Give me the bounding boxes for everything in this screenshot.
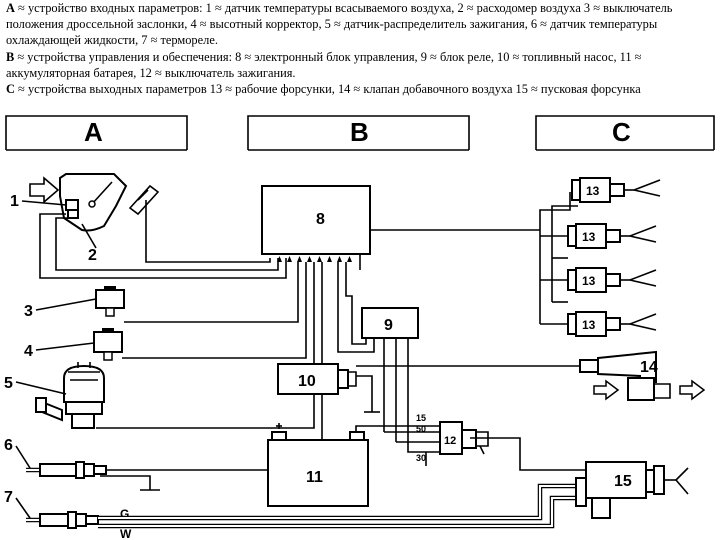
caption-section-b: B ≈ устройства управления и обеспечения:… bbox=[6, 49, 714, 81]
terminal-30: 30 bbox=[416, 453, 426, 463]
label-10: 10 bbox=[298, 373, 316, 390]
label-2: 2 bbox=[88, 247, 97, 264]
label-11: 11 bbox=[306, 469, 323, 486]
injector-1: 13 bbox=[571, 177, 661, 203]
label-1: 1 bbox=[10, 193, 19, 210]
air-inlet-arrow bbox=[29, 176, 60, 204]
label-9: 9 bbox=[384, 317, 393, 334]
caption-b-letter: B bbox=[6, 49, 15, 64]
section-a-label: A bbox=[84, 117, 103, 147]
air-flow-meter bbox=[29, 173, 160, 232]
label-8: 8 bbox=[316, 211, 325, 228]
label-13-b: 13 bbox=[582, 230, 596, 244]
caption-section-c: C ≈ устройства выходных параметров 13 ≈ … bbox=[6, 81, 714, 97]
thermal-relay bbox=[26, 511, 99, 529]
label-7: 7 bbox=[4, 489, 13, 506]
ecu-block: 8 bbox=[261, 185, 540, 270]
terminal-50: 50 bbox=[416, 424, 426, 434]
label-13-c: 13 bbox=[582, 274, 596, 288]
ecu-connector-arrows bbox=[277, 256, 352, 262]
terminal-g: G bbox=[120, 507, 129, 521]
air-in-arrow bbox=[593, 379, 620, 401]
caption-section-a: A ≈ устройство входных параметров: 1 ≈ д… bbox=[6, 0, 714, 49]
label-6: 6 bbox=[4, 437, 13, 454]
coolant-temperature-sensor bbox=[26, 461, 107, 479]
label-3: 3 bbox=[24, 303, 33, 320]
label-15: 15 bbox=[614, 473, 632, 490]
label-13-d: 13 bbox=[582, 318, 596, 332]
label-13: 13 bbox=[586, 184, 600, 198]
terminal-15: 15 bbox=[416, 413, 426, 423]
injector-2: 13 bbox=[567, 223, 657, 249]
caption-c-text: ≈ устройства выходных параметров 13 ≈ ра… bbox=[14, 82, 641, 97]
caption-c-letter: C bbox=[6, 82, 15, 97]
section-c-header: C bbox=[535, 115, 715, 151]
injector-3: 13 bbox=[567, 267, 657, 293]
section-a-header: A bbox=[5, 115, 188, 151]
altitude-corrector bbox=[93, 328, 123, 361]
ignition-distributor bbox=[35, 362, 105, 429]
section-b-label: B bbox=[350, 117, 369, 147]
fuel-pump: 10 bbox=[277, 363, 357, 395]
battery: 11 bbox=[267, 423, 369, 507]
auxiliary-air-valve: 14 bbox=[579, 350, 706, 401]
section-c-label: C bbox=[612, 117, 631, 147]
label-14: 14 bbox=[640, 359, 658, 376]
label-12: 12 bbox=[444, 435, 456, 447]
label-4: 4 bbox=[24, 343, 33, 360]
caption: A ≈ устройство входных параметров: 1 ≈ д… bbox=[6, 0, 714, 97]
ignition-switch bbox=[439, 421, 489, 455]
injector-bus bbox=[539, 192, 578, 325]
caption-b-text: ≈ устройства управления и обеспечения: 8… bbox=[6, 49, 642, 80]
label-5: 5 bbox=[4, 375, 13, 392]
relay-block: 9 bbox=[361, 307, 419, 339]
caption-a-letter: A bbox=[6, 1, 15, 15]
injector-4: 13 bbox=[567, 311, 657, 337]
throttle-position-switch bbox=[95, 286, 125, 317]
air-out-arrow bbox=[679, 379, 706, 401]
terminal-w: W bbox=[120, 527, 132, 540]
cold-start-injector: 15 bbox=[575, 461, 689, 519]
section-b-header: B bbox=[247, 115, 470, 151]
caption-a-text: ≈ устройство входных параметров: 1 ≈ дат… bbox=[6, 1, 673, 48]
